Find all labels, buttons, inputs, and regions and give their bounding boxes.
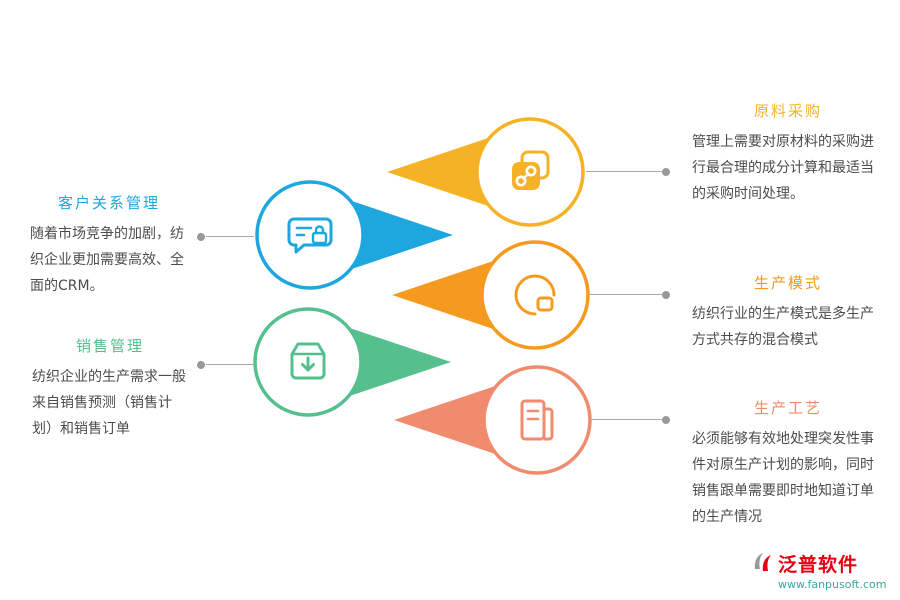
box-download-icon: [278, 332, 338, 392]
node-description: 管理上需要对原材料的采购进行最合理的成分计算和最适当的采购时间处理。: [692, 134, 874, 202]
node-description: 纺织行业的生产模式是多生产方式共存的混合模式: [692, 306, 874, 348]
textblock-sales-management: 销售管理 纺织企业的生产需求一般来自销售预测（销售计划）和销售订单: [32, 335, 188, 442]
node-description: 随着市场竞争的加剧，纺织企业更加需要高效、全面的CRM。: [30, 226, 184, 294]
connector-customer-relationship: [197, 233, 257, 241]
textblock-production-mode: 生产模式 纺织行业的生产模式是多生产方式共存的混合模式: [692, 272, 884, 353]
node-title: 原料采购: [753, 102, 822, 120]
connector-sales-management: [197, 361, 257, 369]
vendor-logo: 泛普软件 www.fanpusoft.com: [752, 550, 892, 591]
fanpu-logo-icon: [752, 551, 774, 577]
textblock-production-process: 生产工艺 必须能够有效地处理突发性事件对原生产计划的影响，同时销售跟单需要即时地…: [692, 397, 884, 530]
node-shape-production-process: [394, 365, 592, 475]
chat-lock-icon: [280, 205, 340, 265]
node-title: 生产工艺: [753, 399, 822, 417]
node-shape-customer-relationship: [255, 180, 453, 290]
brand-website: www.fanpusoft.com: [778, 578, 887, 591]
textblock-customer-relationship: 客户关系管理 随着市场竞争的加剧，纺织企业更加需要高效、全面的CRM。: [30, 192, 188, 299]
pie-chart-icon: [505, 265, 565, 325]
node-title: 销售管理: [75, 337, 144, 355]
node-description: 必须能够有效地处理突发性事件对原生产计划的影响，同时销售跟单需要即时地知道订单的…: [692, 431, 874, 525]
node-shape-production-mode: [392, 240, 590, 350]
document-icon: [507, 390, 567, 450]
textblock-raw-material-purchase: 原料采购 管理上需要对原材料的采购进行最合理的成分计算和最适当的采购时间处理。: [692, 100, 884, 207]
brand-name: 泛普软件: [778, 554, 859, 576]
connector-production-process: [592, 416, 672, 424]
connector-production-mode: [590, 291, 672, 299]
link-icon: [500, 142, 560, 202]
node-description: 纺织企业的生产需求一般来自销售预测（销售计划）和销售订单: [32, 369, 186, 437]
node-title: 生产模式: [753, 274, 822, 292]
connector-raw-material-purchase: [586, 168, 670, 176]
node-title: 客户关系管理: [57, 194, 160, 212]
